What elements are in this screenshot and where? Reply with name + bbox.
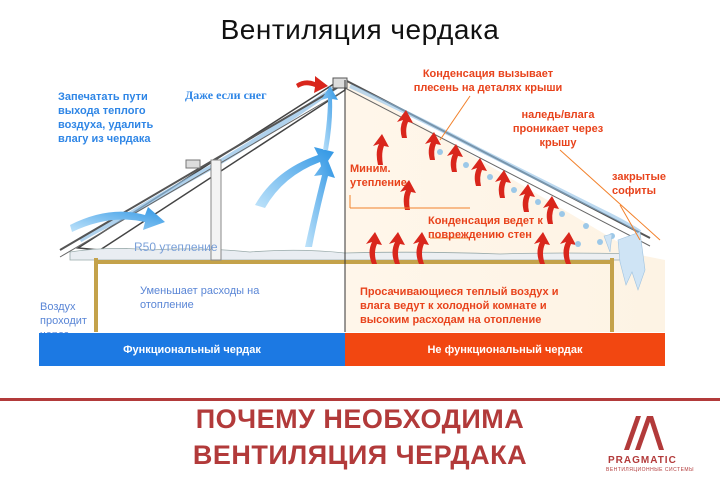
heading-line-2: ВЕНТИЛЯЦИЯ ЧЕРДАКА	[192, 440, 528, 470]
logo-tagline: ВЕНТИЛЯЦИОННЫЕ СИСТЕМЫ	[606, 467, 695, 473]
leader-lines	[349, 95, 661, 241]
min-insulation-label: Миним. утепление	[350, 163, 407, 189]
vent-pipe	[210, 159, 222, 261]
heading-line-1: ПОЧЕМУ НЕОБХОДИМА	[195, 404, 525, 434]
condensation-mold-label: Конденсация вызывает плесень на деталях …	[413, 68, 563, 94]
blue-air-arrow-icon	[70, 76, 338, 247]
functional-attic-bar: Функциональный чердак	[39, 333, 345, 366]
page-title: Вентиляция чердака	[220, 14, 500, 45]
icicle-icon	[603, 231, 646, 291]
attic-diagram	[59, 76, 665, 332]
nonfunctional-attic-bg	[345, 80, 665, 332]
closed-soffits-label: закрытые софиты	[612, 171, 666, 197]
snow-label: Даже если снег	[185, 88, 267, 102]
warm-air-label: Просачивающиеся теплый воздух и влага ве…	[360, 286, 559, 326]
red-heat-arrow-icon	[366, 110, 576, 264]
ice-moisture-label: наледь/влага проникает через крышу	[512, 109, 604, 149]
pragmatic-logo-icon	[624, 416, 664, 450]
house-walls	[94, 258, 614, 332]
section-divider	[0, 398, 720, 401]
insulation-label: R50 утепление	[134, 240, 218, 254]
insulation-right	[344, 251, 641, 261]
nonfunctional-attic-bar: Не функциональный чердак	[345, 333, 665, 366]
wall-damage-label: Конденсация ведет к повреждению стен	[428, 215, 543, 241]
seal-air-label: Запечатать пути выхода теплого воздуха, …	[58, 91, 154, 145]
logo-name: PRAGMATIC	[608, 455, 677, 466]
savings-label: Уменьшает расходы на отопление	[140, 285, 260, 311]
ridge-vent	[332, 77, 348, 89]
